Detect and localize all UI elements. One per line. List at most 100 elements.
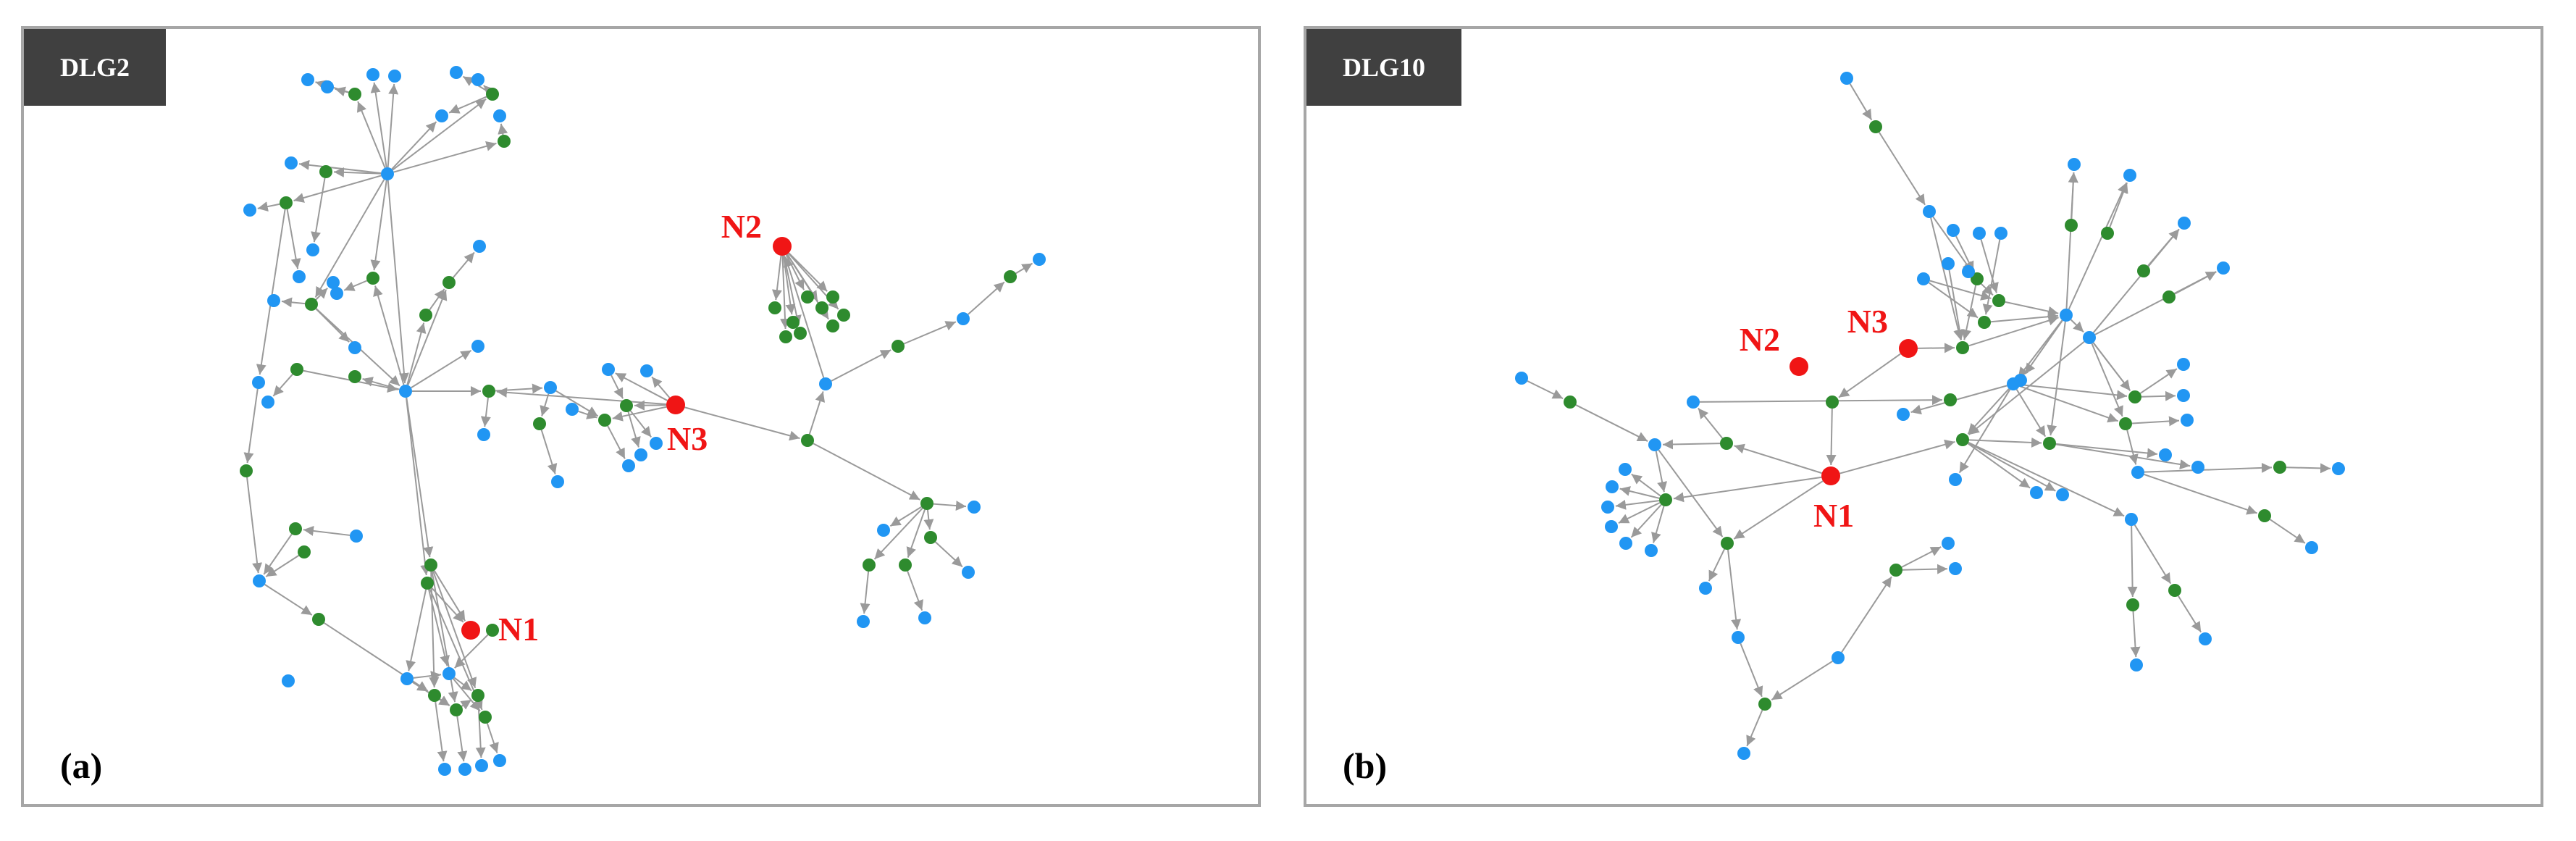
graph-edge xyxy=(780,255,790,330)
graph-edge xyxy=(406,589,427,671)
graph-node xyxy=(1917,272,1930,285)
graph-node xyxy=(473,240,486,253)
highlight-node xyxy=(666,396,685,414)
graph-node xyxy=(1033,253,1046,266)
graph-edge xyxy=(1849,83,1873,121)
graph-node xyxy=(1962,265,1975,278)
graph-edge xyxy=(1740,643,1763,698)
graph-node xyxy=(493,109,506,122)
graph-edge xyxy=(1631,473,1661,497)
graph-edge xyxy=(428,589,450,666)
graph-edge xyxy=(456,716,468,762)
graph-edge xyxy=(906,509,926,558)
graph-node xyxy=(435,109,448,122)
panel-sublabel: (b) xyxy=(1343,745,1388,786)
graph-node xyxy=(1992,294,2005,307)
graph-node xyxy=(498,135,511,148)
graph-edge xyxy=(1527,380,1564,400)
graph-edge xyxy=(785,254,805,290)
graph-edge xyxy=(540,430,558,474)
graph-node xyxy=(2060,309,2073,322)
graph-edge xyxy=(370,180,387,271)
panel-dlg2: DLG2 (a) xyxy=(21,26,1261,807)
graph-node xyxy=(458,763,471,776)
graph-node xyxy=(826,290,839,304)
graph-node xyxy=(1601,501,1614,514)
graph-node xyxy=(1942,537,1955,550)
graph-node xyxy=(348,88,361,101)
graph-node xyxy=(551,475,564,488)
graph-node xyxy=(2305,541,2318,554)
graph-node xyxy=(622,459,635,472)
graph-edge xyxy=(438,695,450,706)
graph-edge xyxy=(2134,524,2172,585)
graph-edge xyxy=(2019,383,2128,401)
graph-edge xyxy=(281,297,306,308)
graph-node xyxy=(2159,448,2172,461)
graph-edge xyxy=(907,571,923,611)
graph-node xyxy=(2056,488,2069,501)
graph-node xyxy=(1956,341,1969,354)
graph-edge xyxy=(1930,217,1963,340)
graph-edge xyxy=(2126,430,2139,465)
graph-node xyxy=(768,301,781,314)
graph-edge xyxy=(315,288,328,301)
graph-edge xyxy=(1015,262,1033,275)
graph-node xyxy=(471,73,484,86)
panel-dlg10: DLG10 (b) xyxy=(1304,26,2543,807)
graph-node xyxy=(243,204,256,217)
graph-edge xyxy=(2269,519,2306,544)
graph-node xyxy=(1832,651,1845,664)
graph-node xyxy=(857,615,870,628)
graph-node xyxy=(305,298,318,311)
graph-node xyxy=(1004,270,1017,283)
graph-edge xyxy=(1618,502,1661,524)
graph-edge xyxy=(407,289,448,386)
nodes-layer xyxy=(240,66,2345,776)
graph-node xyxy=(2131,466,2144,479)
graph-node xyxy=(2043,437,2056,450)
graph-node xyxy=(1973,227,1986,240)
graph-node xyxy=(1889,564,1902,577)
graph-node xyxy=(899,558,912,572)
graph-edge xyxy=(387,83,399,168)
graph-edge xyxy=(1948,269,1965,340)
highlight-node xyxy=(461,621,480,640)
graph-edge xyxy=(392,98,487,171)
graph-node xyxy=(1606,480,1619,493)
graph-node xyxy=(924,531,937,544)
highlight-node xyxy=(1899,339,1918,358)
graph-edge xyxy=(1771,660,1833,700)
graph-node xyxy=(319,165,332,178)
graph-node xyxy=(794,327,807,340)
graph-node xyxy=(428,689,441,702)
graph-edge xyxy=(1839,439,1955,474)
graph-edge xyxy=(1734,443,1822,474)
graph-node xyxy=(877,524,890,537)
graph-edge xyxy=(968,281,1005,315)
graph-edge xyxy=(391,121,437,170)
graph-node xyxy=(1956,433,1969,446)
graph-node xyxy=(482,385,495,398)
graph-node xyxy=(863,558,876,572)
graph-node xyxy=(620,399,633,412)
graph-edge xyxy=(1968,442,2056,492)
graph-edge xyxy=(2055,443,2158,459)
graph-edge xyxy=(612,406,667,422)
panel-sublabel: (a) xyxy=(60,745,103,786)
panel-tag: DLG10 xyxy=(1306,29,1462,106)
graph-node xyxy=(1949,473,1962,486)
graph-node xyxy=(801,434,814,447)
graph-node xyxy=(1949,562,1962,575)
graph-edge xyxy=(1958,389,2011,474)
graph-node xyxy=(566,403,579,416)
graph-edge xyxy=(429,288,445,311)
node-label: N3 xyxy=(667,420,708,457)
graph-edge xyxy=(303,526,351,536)
graph-edge xyxy=(256,209,286,375)
graph-node xyxy=(2030,486,2043,499)
graph-node xyxy=(421,577,434,590)
graph-edge xyxy=(1662,439,1721,450)
graph-node xyxy=(321,80,334,93)
